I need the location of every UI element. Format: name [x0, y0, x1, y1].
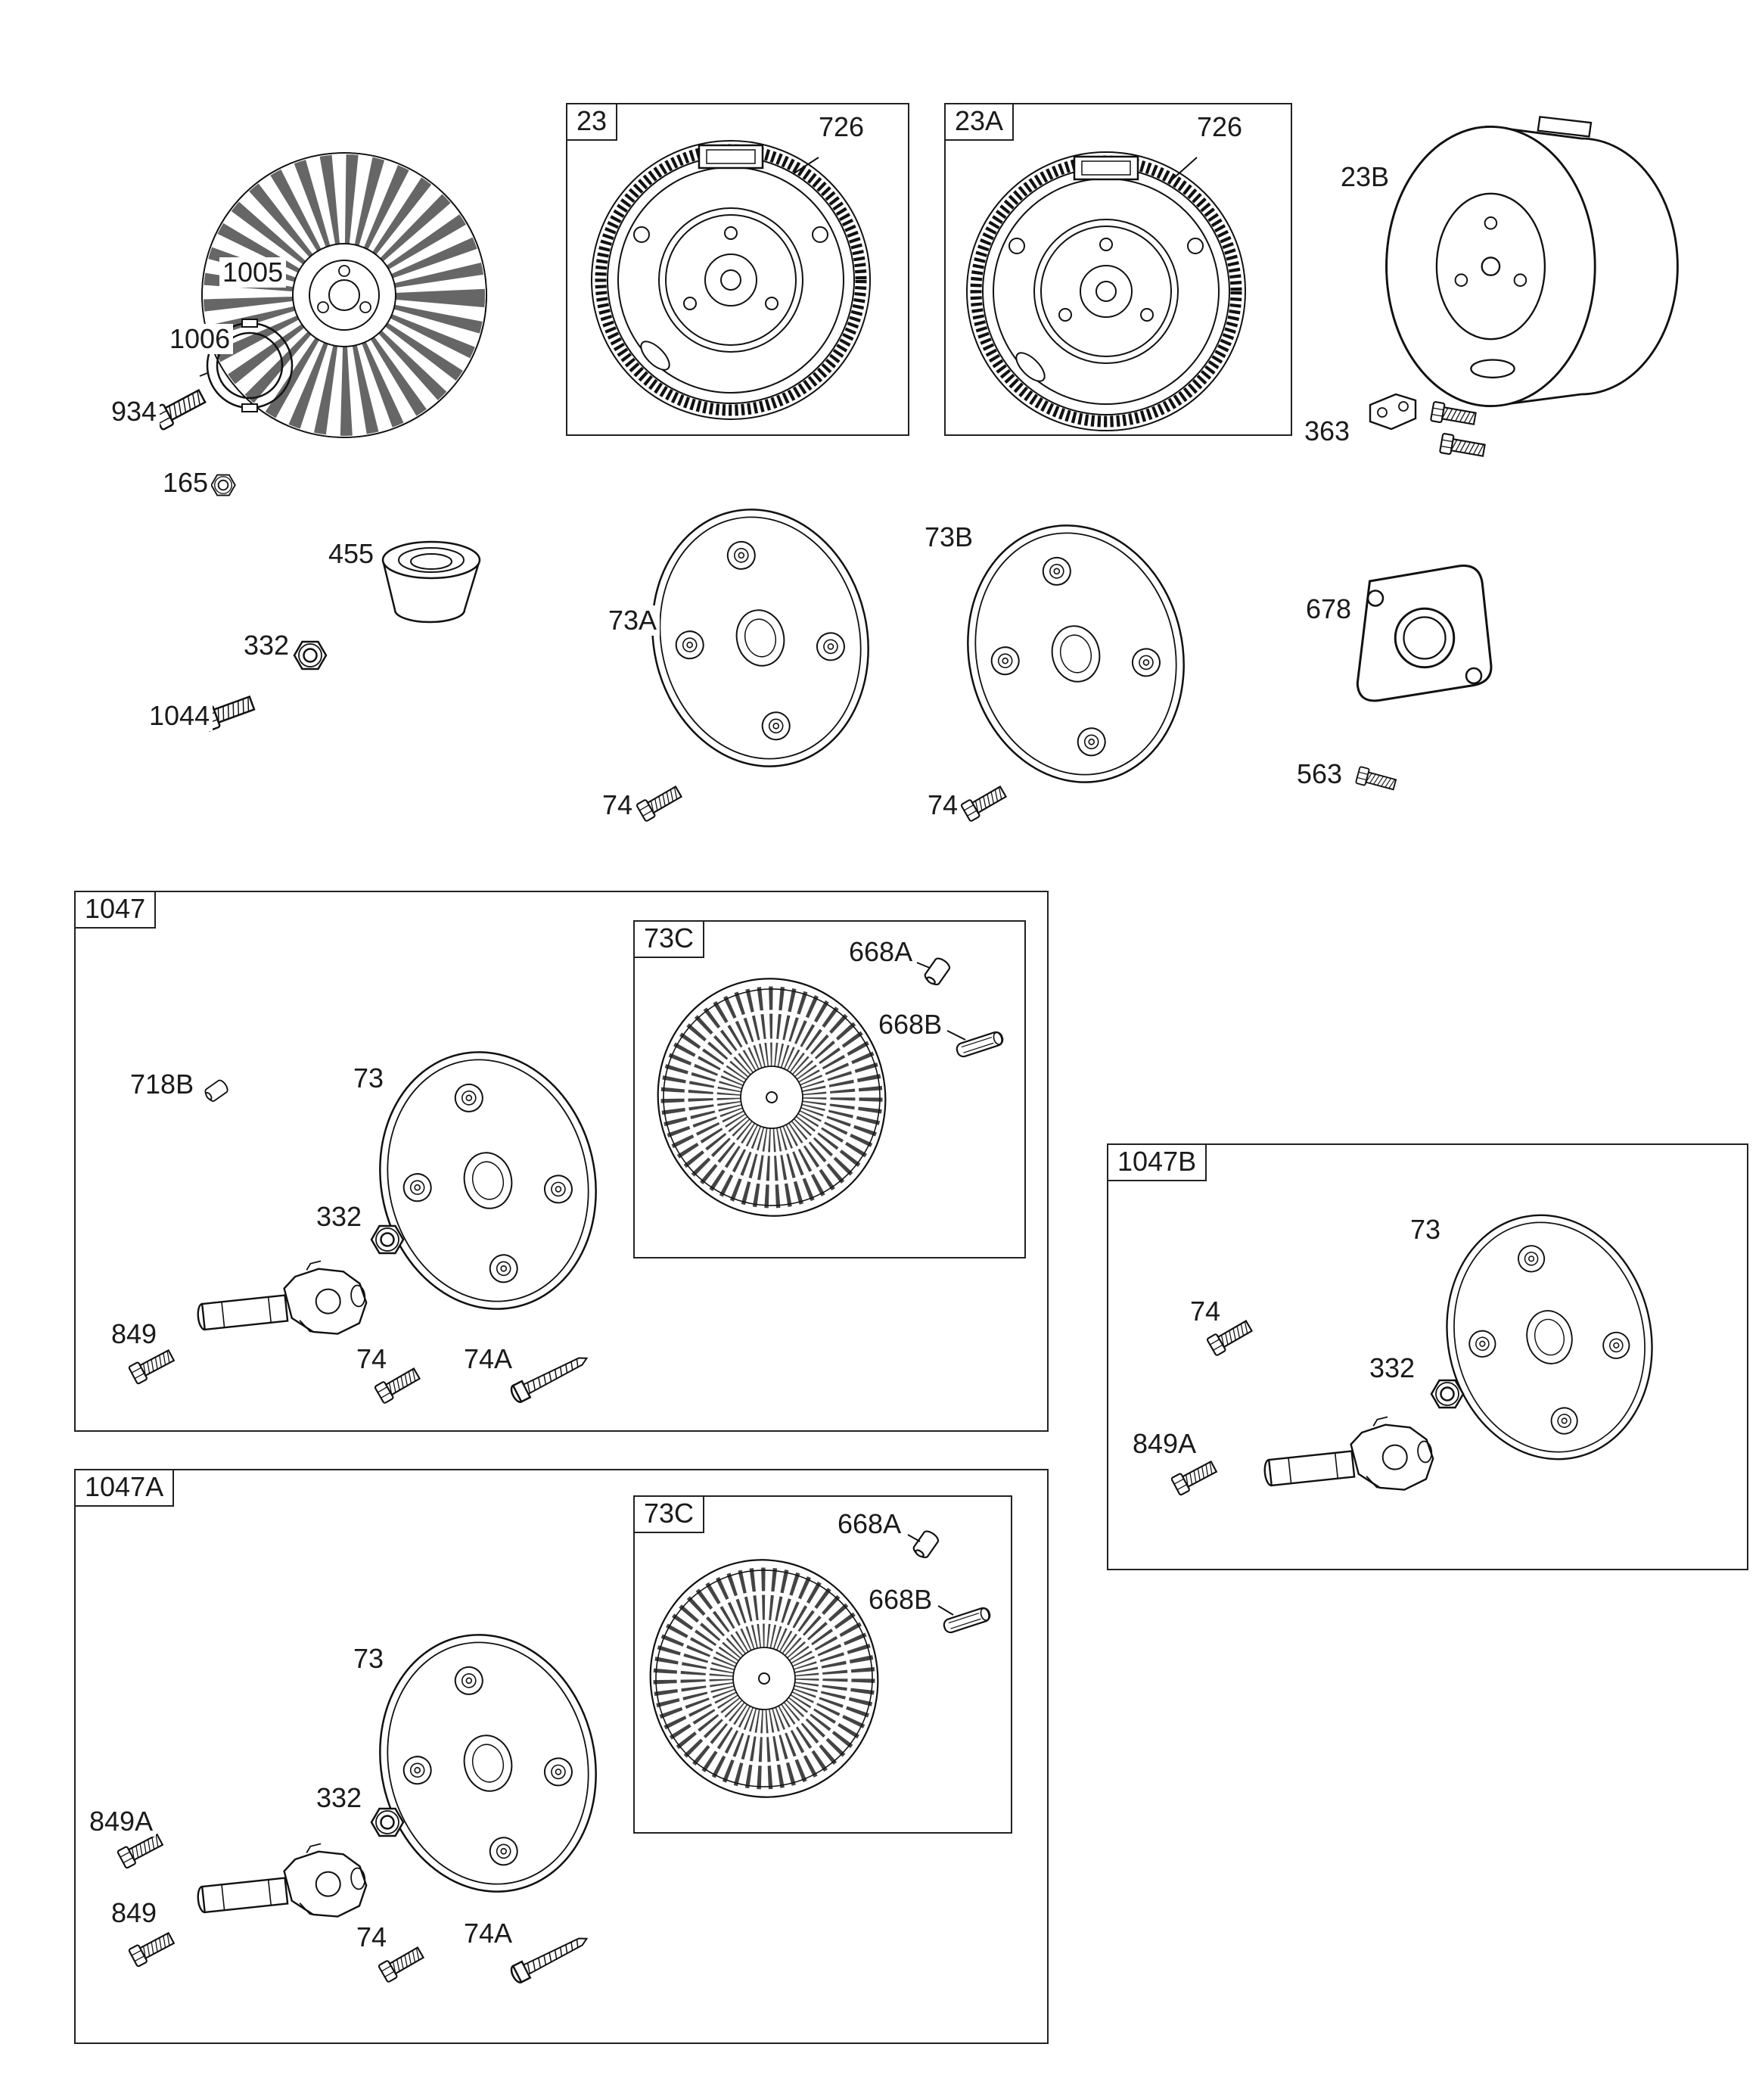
callout-74-box1047A: 74: [353, 1922, 390, 1952]
flywheel-23B: [1385, 115, 1679, 408]
group-box-73C-1-label: 73C: [633, 920, 705, 958]
callout-668A-box1047: 668A: [846, 937, 916, 967]
callout-726-box23A: 726: [1194, 112, 1246, 142]
bracket-363: [1369, 393, 1417, 431]
callout-678: 678: [1303, 594, 1355, 624]
disc-73A: [626, 487, 895, 789]
callout-849A-box1047B: 849A: [1130, 1429, 1200, 1459]
group-box-1047B-label: 1047B: [1107, 1143, 1207, 1181]
group-box-1047A-label: 1047A: [74, 1469, 175, 1507]
group-box-23A-label: 23A: [944, 103, 1015, 141]
group-box-1047B: 1047B: [1107, 1143, 1748, 1570]
group-box-73C-2-label: 73C: [633, 1495, 705, 1533]
callout-1006: 1006: [166, 324, 234, 354]
callout-165: 165: [160, 468, 212, 498]
callout-332-box1047: 332: [313, 1202, 365, 1232]
group-box-1047: 1047: [74, 891, 1049, 1432]
callout-934: 934: [108, 397, 160, 427]
bolt-74-under-73B: [960, 782, 1009, 823]
callout-73-box1047: 73: [350, 1063, 387, 1094]
callout-668A-box1047A: 668A: [834, 1509, 905, 1539]
callout-74-under-73B: 74: [925, 790, 962, 820]
callout-74A-box1047A: 74A: [461, 1918, 516, 1949]
cup-455: [381, 540, 481, 624]
group-box-73C-2: 73C: [633, 1495, 1012, 1834]
leader-lines: [792, 157, 1198, 1616]
callout-74A-box1047: 74A: [461, 1344, 516, 1374]
callout-668B-box1047: 668B: [875, 1010, 946, 1040]
disc-73B: [941, 502, 1210, 805]
callout-668B-box1047A: 668B: [866, 1585, 936, 1615]
callout-332-box1047A: 332: [313, 1783, 365, 1813]
group-box-23: 23: [566, 103, 909, 436]
callout-1044: 1044: [146, 701, 213, 731]
callout-73B: 73B: [921, 522, 977, 552]
plug-563: [1354, 765, 1398, 794]
callout-73A: 73A: [605, 605, 660, 636]
group-box-23-label: 23: [566, 103, 618, 141]
callout-74-under-73A: 74: [599, 790, 636, 820]
group-box-1047A: 1047A: [74, 1469, 1049, 2044]
callout-718B: 718B: [127, 1069, 197, 1100]
callout-849-box1047: 849: [108, 1319, 160, 1349]
callout-455: 455: [325, 539, 378, 569]
group-box-1047-label: 1047: [74, 891, 157, 929]
callout-726-box23: 726: [816, 112, 868, 142]
plate-678: [1356, 565, 1493, 702]
callout-74-box1047B: 74: [1187, 1296, 1224, 1327]
bolt-74-under-73A: [636, 782, 685, 823]
callout-332-top: 332: [241, 630, 293, 661]
bracket-363-bolt-1: [1429, 400, 1478, 429]
callout-73-box1047B: 73: [1407, 1215, 1444, 1245]
callout-23B: 23B: [1338, 162, 1393, 192]
callout-73-box1047A: 73: [350, 1644, 387, 1674]
bolt-934: [151, 385, 209, 431]
callout-74-box1047: 74: [353, 1344, 390, 1374]
nut-165: [210, 474, 236, 496]
callout-1005: 1005: [219, 257, 287, 288]
callout-363: 363: [1301, 416, 1353, 446]
nut-332-top: [293, 640, 328, 670]
callout-563: 563: [1294, 759, 1346, 789]
bracket-363-bolt-2: [1438, 432, 1487, 461]
fan-flywheel-1005: [202, 153, 486, 437]
group-box-73C-1: 73C: [633, 920, 1026, 1258]
callout-332-box1047B: 332: [1366, 1353, 1419, 1383]
callout-849-box1047A: 849: [108, 1898, 160, 1928]
group-box-23A: 23A: [944, 103, 1292, 436]
callout-849A-box1047A: 849A: [86, 1806, 157, 1837]
